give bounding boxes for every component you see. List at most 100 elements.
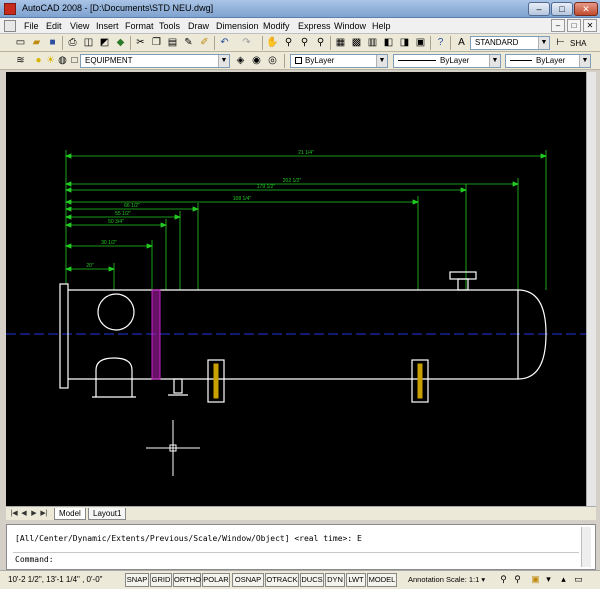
linetype-select[interactable]: ByLayer▼ — [393, 54, 501, 68]
lock-icon[interactable]: ▣ — [531, 574, 540, 584]
menu-format[interactable]: Format — [125, 21, 154, 31]
auto-scale-icon[interactable]: ⚲ — [514, 574, 521, 584]
toolpalettes-icon[interactable]: ▥ — [367, 37, 378, 48]
lightbulb-icon[interactable]: ● — [35, 55, 42, 66]
zoom-previous-icon[interactable]: ⚲ — [316, 37, 325, 48]
maximize-button[interactable]: □ — [551, 2, 573, 16]
text-style-select[interactable]: STANDARD▼ — [470, 36, 550, 50]
doc-close-button[interactable]: ✕ — [583, 19, 597, 32]
command-prompt[interactable]: Command: — [15, 555, 54, 564]
menu-view[interactable]: View — [70, 21, 90, 31]
chevron-down-icon: ▼ — [579, 55, 590, 67]
layer-manager-icon[interactable]: ≋ — [16, 55, 25, 66]
dim-style-value[interactable]: SHA — [570, 39, 587, 48]
help-icon[interactable]: ? — [437, 37, 444, 48]
command-window: [All/Center/Dynamic/Extents/Previous/Sca… — [6, 524, 596, 570]
open-icon[interactable]: ▰ — [32, 37, 41, 48]
dimension-label: 55 1/2" — [115, 211, 131, 217]
zoom-window-icon[interactable]: ⚲ — [300, 37, 309, 48]
annotation-scale-value[interactable]: 1:1 ▾ — [468, 575, 486, 584]
layer-value: EQUIPMENT — [85, 56, 133, 65]
dyn-toggle[interactable]: DYN — [325, 573, 345, 587]
drawing-svg: 21 1/4"202 1/2"179 1/2"108 1/4"66 1/2"55… — [6, 150, 586, 476]
vent-nozzle-neck — [457, 278, 469, 291]
sheetset-icon[interactable]: ◧ — [383, 37, 394, 48]
menu-window[interactable]: Window — [334, 21, 367, 31]
lwt-toggle[interactable]: LWT — [346, 573, 366, 587]
minimize-button[interactable]: – — [528, 2, 550, 16]
designcenter-icon[interactable]: ▩ — [351, 37, 362, 48]
print-icon[interactable]: ⎙ — [68, 37, 77, 48]
layer-select[interactable]: EQUIPMENT▼ — [80, 54, 230, 68]
snap-toggle[interactable]: SNAP — [125, 573, 149, 587]
menu-dimension[interactable]: Dimension — [216, 21, 259, 31]
brush-icon[interactable]: ◆ — [116, 37, 125, 48]
document-icon[interactable] — [4, 20, 16, 32]
model-space-toggle[interactable]: MODEL — [367, 573, 397, 587]
ducs-toggle[interactable]: DUCS — [300, 573, 324, 587]
markup-icon[interactable]: ◨ — [399, 37, 410, 48]
next-tab-button[interactable]: ▶ — [31, 510, 37, 517]
menu-bar: File Edit View Insert Format Tools Draw … — [0, 18, 600, 34]
doc-restore-button[interactable]: □ — [567, 19, 581, 32]
linetype-value: ByLayer — [440, 56, 470, 65]
menu-modify[interactable]: Modify — [263, 21, 290, 31]
zoom-realtime-icon[interactable]: ⚲ — [284, 37, 293, 48]
undo-icon[interactable]: ↶ — [220, 37, 229, 48]
first-tab-button[interactable]: |◀ — [10, 510, 18, 517]
menu-draw[interactable]: Draw — [188, 21, 210, 31]
publish-icon[interactable]: ◩ — [99, 37, 110, 48]
color-select[interactable]: ByLayer▼ — [290, 54, 388, 68]
dimension-arrow — [192, 206, 200, 212]
dimension-label: 108 1/4" — [233, 196, 252, 202]
coordinate-readout[interactable]: 10'-2 1/2", 13'-1 1/4" , 0'-0" — [8, 575, 103, 584]
close-button[interactable]: ✕ — [574, 2, 598, 16]
cut-icon[interactable]: ✂ — [136, 37, 145, 48]
new-icon[interactable]: ▭ — [15, 37, 26, 48]
otrack-toggle[interactable]: OTRACK — [265, 573, 299, 587]
properties-icon[interactable]: ▦ — [335, 37, 346, 48]
dimension-arrow — [174, 214, 182, 220]
ortho-toggle[interactable]: ORTHO — [173, 573, 201, 587]
copy-icon[interactable]: ❐ — [152, 37, 161, 48]
grid-toggle[interactable]: GRID — [150, 573, 172, 587]
pan-icon[interactable]: ✋ — [266, 37, 279, 48]
toolbar-lock-icon[interactable]: ▾ — [546, 574, 551, 584]
last-tab-button[interactable]: ▶| — [40, 510, 48, 517]
menu-express[interactable]: Express — [298, 21, 331, 31]
tab-layout1[interactable]: Layout1 — [88, 508, 127, 520]
command-history: [All/Center/Dynamic/Extents/Previous/Sca… — [15, 534, 362, 543]
doc-minimize-button[interactable]: – — [551, 19, 565, 32]
menu-file[interactable]: File — [24, 21, 39, 31]
dimension-arrow — [64, 214, 72, 220]
dimension-arrow — [64, 243, 72, 249]
block-icon[interactable]: ✐ — [200, 37, 209, 48]
tray-settings-icon[interactable]: ▴ — [561, 574, 566, 584]
tab-model[interactable]: Model — [54, 508, 86, 520]
prev-tab-button[interactable]: ◀ — [21, 510, 27, 517]
menu-insert[interactable]: Insert — [96, 21, 119, 31]
preview-icon[interactable]: ◫ — [83, 37, 94, 48]
save-icon[interactable]: ■ — [49, 37, 56, 48]
command-scrollbar[interactable] — [581, 527, 591, 567]
osnap-toggle[interactable]: OSNAP — [232, 573, 264, 587]
redo-icon[interactable]: ↷ — [242, 37, 251, 48]
menu-help[interactable]: Help — [372, 21, 391, 31]
menu-tools[interactable]: Tools — [159, 21, 181, 31]
make-object-layer-current-icon[interactable]: ◈ — [236, 55, 245, 66]
layer-states-icon[interactable]: ◎ — [268, 55, 277, 66]
saddle-left-web — [213, 363, 219, 399]
drawing-canvas[interactable]: 21 1/4"202 1/2"179 1/2"108 1/4"66 1/2"55… — [6, 72, 586, 506]
vertical-scrollbar[interactable] — [586, 72, 596, 506]
menu-edit[interactable]: Edit — [46, 21, 62, 31]
calculator-icon[interactable]: ▣ — [415, 37, 426, 48]
dimension-arrow — [460, 187, 468, 193]
paste-icon[interactable]: ▤ — [167, 37, 178, 48]
autocad-app-icon[interactable] — [4, 3, 16, 15]
lineweight-select[interactable]: ByLayer▼ — [505, 54, 591, 68]
polar-toggle[interactable]: POLAR — [202, 573, 230, 587]
clean-screen-icon[interactable]: ▭ — [574, 574, 583, 584]
annotation-visibility-icon[interactable]: ⚲ — [500, 574, 507, 584]
matchprop-icon[interactable]: ✎ — [184, 37, 193, 48]
layer-previous-icon[interactable]: ◉ — [252, 55, 261, 66]
